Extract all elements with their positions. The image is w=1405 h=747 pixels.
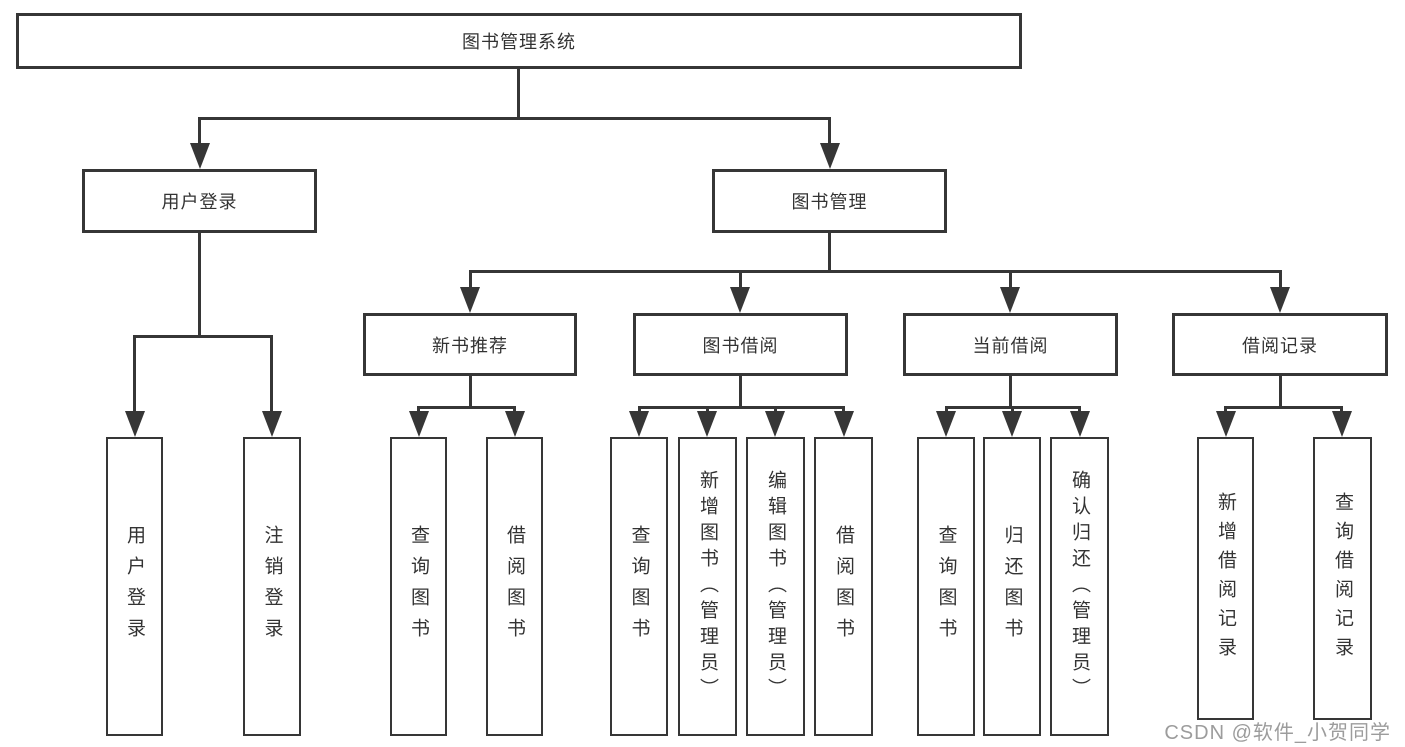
connector-line	[774, 406, 777, 414]
node-label: 图书管理	[791, 192, 868, 212]
node-label: 借阅图书	[833, 524, 854, 649]
connector-line	[513, 406, 516, 414]
node-book-management: 图书管理	[712, 169, 947, 233]
connector-line	[739, 376, 742, 408]
leaf-add-borrow-record: 新增借阅记录	[1197, 437, 1254, 720]
arrow-down-icon	[262, 411, 282, 437]
connector-line	[842, 406, 845, 414]
leaf-query-borrow-record: 查询借阅记录	[1313, 437, 1372, 720]
arrow-down-icon	[460, 287, 480, 313]
arrow-down-icon	[1002, 411, 1022, 437]
connector-line	[739, 270, 742, 288]
arrow-down-icon	[1216, 411, 1236, 437]
connector-line	[1078, 406, 1081, 414]
csdn-watermark: CSDN @软件_小贺同学	[1164, 722, 1391, 744]
arrow-down-icon	[409, 411, 429, 437]
connector-line	[133, 335, 273, 338]
arrow-down-icon	[765, 411, 785, 437]
connector-line	[417, 406, 420, 414]
node-label: 图书管理系统	[462, 32, 576, 52]
connector-line	[417, 406, 516, 409]
connector-line	[638, 406, 641, 414]
connector-line	[469, 270, 472, 288]
leaf-borrow-books: 借阅图书	[814, 437, 873, 736]
connector-line	[1279, 270, 1282, 288]
node-label: 查询借阅记录	[1332, 491, 1353, 666]
arrow-down-icon	[834, 411, 854, 437]
node-label: 查询图书	[628, 524, 650, 649]
connector-line	[1011, 406, 1014, 414]
leaf-query-books-current: 查询图书	[917, 437, 975, 736]
connector-line	[517, 69, 520, 118]
leaf-add-books-admin: 新增图书（管理员）	[678, 437, 737, 736]
connector-line	[1224, 406, 1343, 409]
node-label: 当前借阅	[972, 335, 1049, 356]
arrow-down-icon	[190, 143, 210, 169]
arrow-down-icon	[125, 411, 145, 437]
node-label: 借阅记录	[1242, 335, 1318, 356]
connector-line	[198, 117, 830, 120]
node-label: 用户登录	[124, 524, 145, 649]
leaf-query-books-borrow: 查询图书	[610, 437, 668, 736]
connector-line	[469, 270, 1281, 273]
node-label: 借阅图书	[504, 524, 525, 649]
arrow-down-icon	[505, 411, 525, 437]
leaf-query-books-recommend: 查询图书	[390, 437, 447, 736]
arrow-down-icon	[697, 411, 717, 437]
leaf-confirm-return-admin: 确认归还（管理员）	[1050, 437, 1109, 736]
arrow-down-icon	[1000, 287, 1020, 313]
node-label: 查询图书	[408, 524, 429, 649]
connector-line	[1009, 270, 1012, 288]
connector-line	[1009, 376, 1012, 408]
connector-line	[133, 335, 136, 412]
node-new-book-recommend: 新书推荐	[363, 313, 577, 376]
node-label: 编辑图书（管理员）	[765, 469, 786, 704]
connector-line	[1340, 406, 1343, 414]
connector-line	[828, 117, 831, 144]
leaf-borrow-books-recommend: 借阅图书	[486, 437, 543, 736]
leaf-user-login: 用户登录	[106, 437, 163, 736]
connector-line	[469, 376, 472, 408]
node-library-system: 图书管理系统	[16, 13, 1022, 69]
connector-line	[638, 406, 844, 409]
node-label: 用户登录	[161, 192, 238, 212]
node-label: 注销登录	[261, 524, 283, 649]
arrow-down-icon	[1332, 411, 1352, 437]
leaf-edit-books-admin: 编辑图书（管理员）	[746, 437, 805, 736]
connector-line	[198, 233, 201, 336]
node-user-login: 用户登录	[82, 169, 317, 233]
leaf-return-books: 归还图书	[983, 437, 1041, 736]
arrow-down-icon	[820, 143, 840, 169]
leaf-logout: 注销登录	[243, 437, 301, 736]
connector-line	[828, 233, 831, 271]
connector-line	[945, 406, 948, 414]
node-current-borrow: 当前借阅	[903, 313, 1118, 376]
node-book-borrow: 图书借阅	[633, 313, 848, 376]
connector-line	[1224, 406, 1227, 414]
arrow-down-icon	[1270, 287, 1290, 313]
connector-line	[706, 406, 709, 414]
node-label: 归还图书	[1001, 524, 1023, 649]
arrow-down-icon	[936, 411, 956, 437]
connector-line	[270, 335, 273, 412]
node-label: 查询图书	[935, 524, 957, 649]
node-borrow-records: 借阅记录	[1172, 313, 1388, 376]
node-label: 新增图书（管理员）	[697, 469, 718, 704]
node-label: 图书借阅	[702, 335, 779, 356]
arrow-down-icon	[1070, 411, 1090, 437]
node-label: 新增借阅记录	[1215, 491, 1236, 666]
connector-line	[198, 117, 201, 144]
node-label: 新书推荐	[432, 335, 508, 356]
node-label: 确认归还（管理员）	[1069, 469, 1090, 704]
connector-line	[1279, 376, 1282, 408]
arrow-down-icon	[730, 287, 750, 313]
arrow-down-icon	[629, 411, 649, 437]
